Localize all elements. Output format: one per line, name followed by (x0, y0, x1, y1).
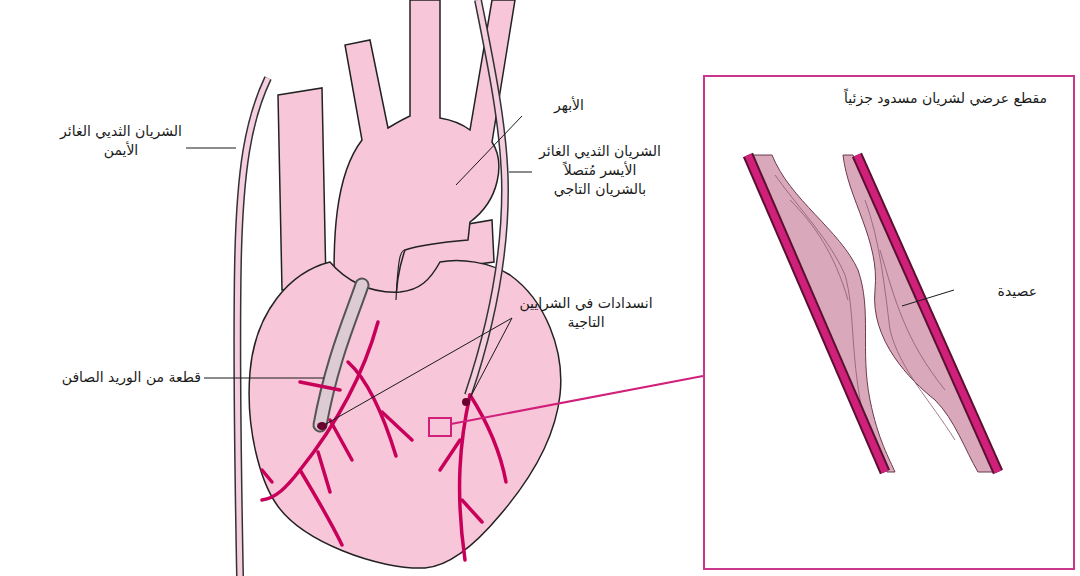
detail-marker (429, 418, 451, 436)
inset-panel: مقطع عرضي لشريان مسدود جزئياً عصيدة (703, 75, 1075, 570)
panel-heading: مقطع عرضي لشريان مسدود جزئياً (727, 89, 1047, 108)
part-label: الشريان الثديي الغائر الأيمن (60, 122, 182, 160)
artery-section (748, 155, 998, 472)
part-label: الأبهر (524, 96, 584, 115)
part-label: قطعة من الوريد الصافن (4, 368, 201, 387)
part-label: انسدادات في الشرايين التاجية (515, 294, 657, 332)
vein-graft-outline (320, 285, 362, 425)
part-label: عصيدة (957, 282, 1037, 301)
blockage (462, 398, 470, 406)
detail-link (451, 376, 703, 424)
heart (249, 261, 561, 569)
saphenous-vein-graft (320, 285, 362, 425)
mammary-artery-outline (468, 0, 505, 395)
vena-cava (278, 88, 326, 290)
part-label: الشريان الثديي الغائر الأيسر مُتصلاً بال… (536, 142, 664, 199)
blockage (317, 422, 327, 430)
leader-lines (186, 116, 954, 424)
aorta-root (396, 250, 405, 300)
coronary-arteries (262, 322, 506, 560)
left-mammary-artery (468, 0, 505, 395)
